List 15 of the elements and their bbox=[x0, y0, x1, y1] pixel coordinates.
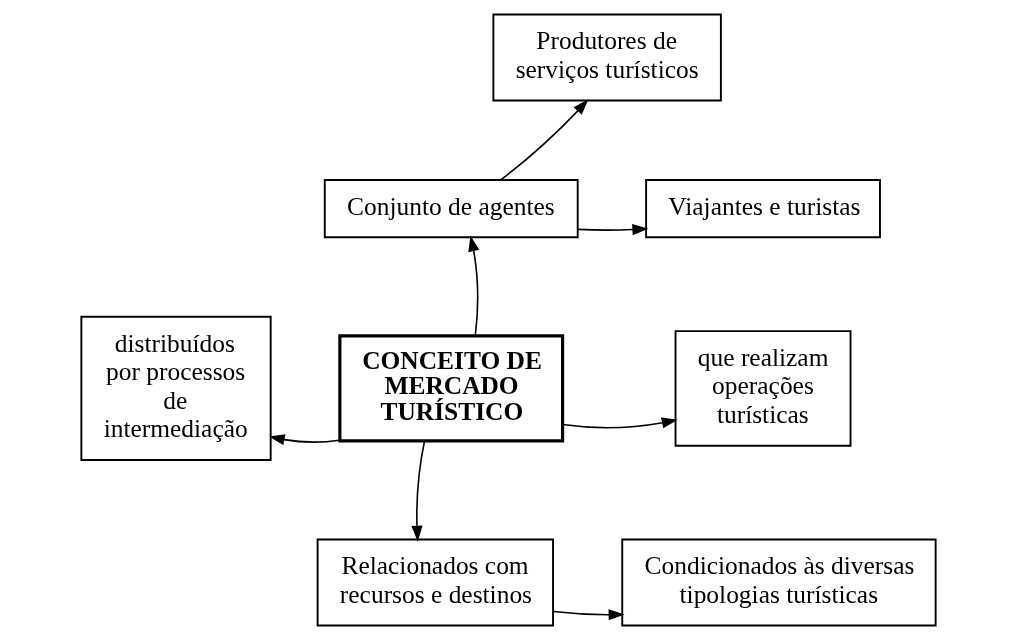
arrow bbox=[576, 224, 648, 236]
node-box: Conjunto de agentes bbox=[323, 179, 579, 239]
arrow bbox=[467, 235, 479, 337]
node-box: CONCEITO DE MERCADO TURÍSTICO bbox=[337, 334, 564, 443]
node-box: Relacionados com recursos e destinos bbox=[316, 538, 554, 627]
node-box: Condicionados às diversas tipologias turísticas bbox=[620, 538, 937, 627]
node-box: Produtores de serviços turísticos bbox=[491, 13, 722, 102]
node-box: distribuídos por processos de intermediação bbox=[79, 315, 272, 461]
node-box: que realizam operações turísticas bbox=[674, 330, 851, 447]
arrow bbox=[268, 434, 340, 446]
arrow bbox=[552, 609, 625, 621]
node-box: Viajantes e turistas bbox=[644, 179, 881, 239]
arrow bbox=[410, 440, 425, 542]
arrow bbox=[561, 417, 678, 429]
arrow bbox=[499, 99, 588, 181]
